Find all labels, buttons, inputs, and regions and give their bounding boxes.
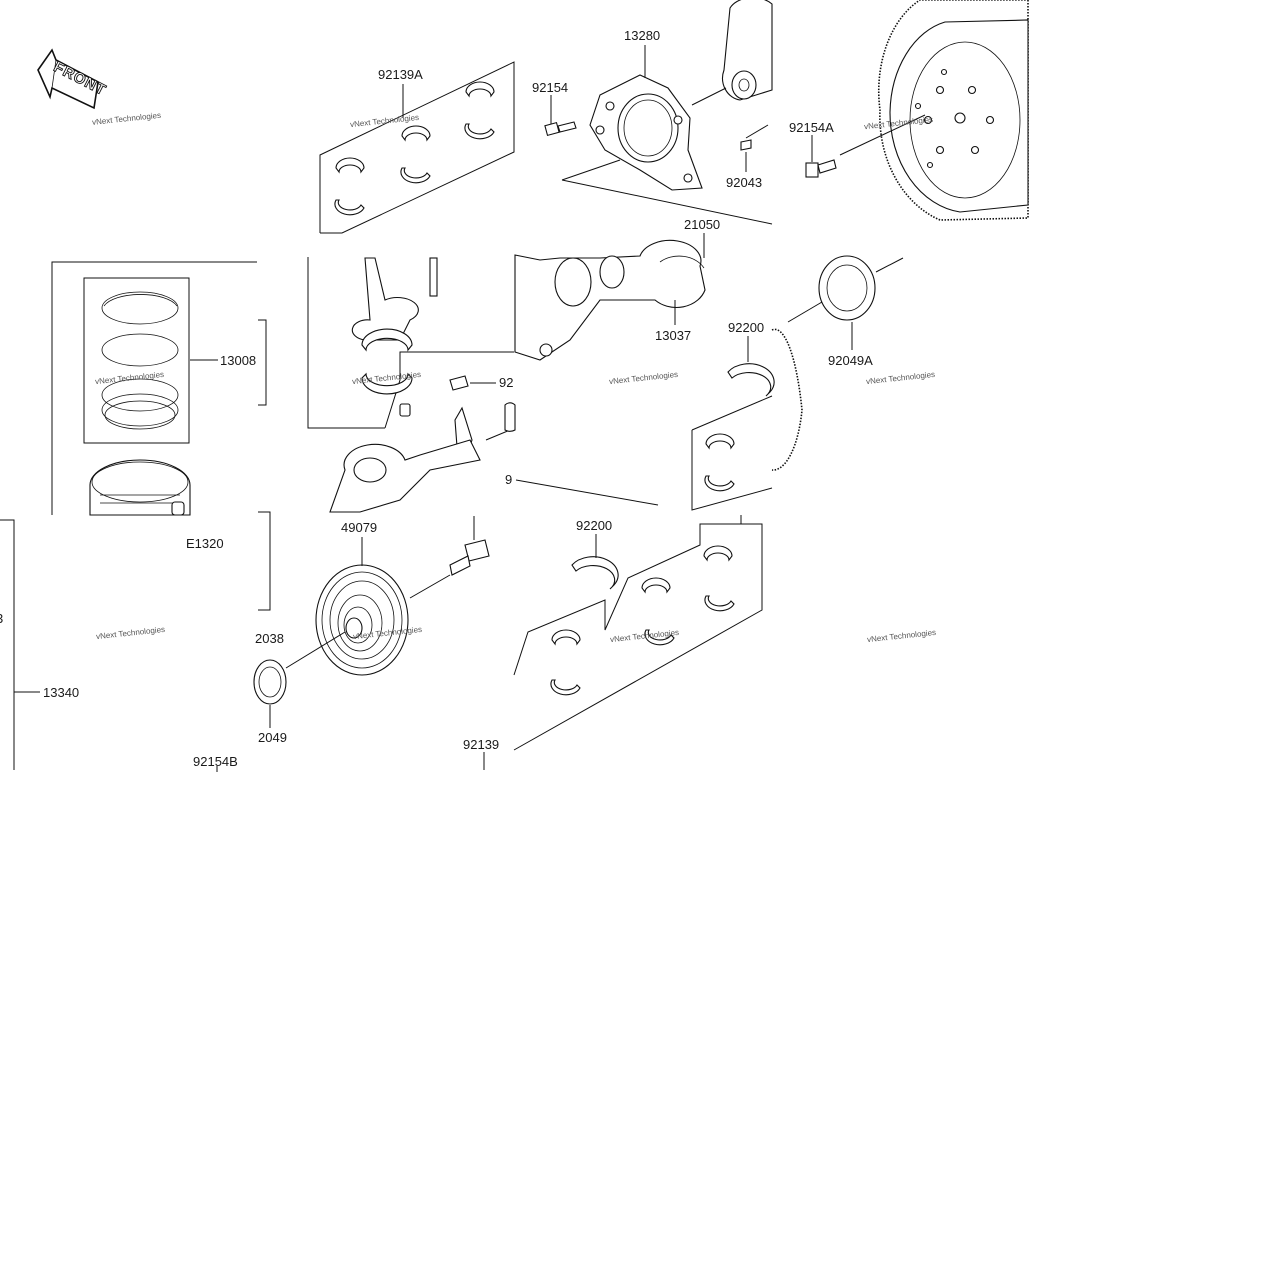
label-92154B: 92154B [193,754,238,769]
label-13340: 13340 [43,685,79,700]
label-13037: 13037 [655,328,691,343]
watermark-text: vNext Technologies [95,370,165,386]
label-92200-top: 92200 [728,320,764,335]
connecting-rod-group: 92 [307,257,516,513]
bearing-set-lower-group: 92139 [463,395,773,770]
watermark-text: vNext Technologies [609,370,679,386]
bearing-shell-icon [704,433,735,492]
bearing-shell-icon [703,545,735,612]
watermark-group: vNext Technologies vNext Technologies vN… [92,111,937,644]
label-92154: 92154 [532,80,568,95]
bearing-shell-icon [464,81,495,140]
oil-seal-housing: 13280 [589,28,703,191]
thrust-washer-icon [571,556,619,590]
label-E1320: E1320 [186,536,224,551]
crankshaft [514,239,706,361]
label-2049: 2049 [258,730,287,745]
label-92-partial: 92 [499,375,513,390]
label-92049A: 92049A [828,353,873,368]
watermark-text: vNext Technologies [867,628,937,644]
label-49079: 49079 [341,520,377,535]
bearing-shell-icon [550,629,581,696]
bearing-shell-icon [400,125,431,184]
label-92043: 92043 [726,175,762,190]
watermark-text: vNext Technologies [92,111,162,127]
label-3-partial: 3 [0,611,3,626]
dowel-pin-icon [740,139,752,151]
label-13008: 13008 [220,353,256,368]
bolt-icon [449,539,490,576]
label-92139: 92139 [463,737,499,752]
thrust-washer-icon [727,363,775,397]
label-92139A: 92139A [378,67,423,82]
piston [89,459,191,516]
ring-gear-segment [771,328,803,471]
bracket-13340 [0,519,15,770]
oil-seal-icon [253,659,287,705]
watermark-text: vNext Technologies [866,370,936,386]
label-9-partial: 9 [505,472,512,487]
label-92200-mid: 92200 [576,518,612,533]
bearing-set-upper-group: 92139A [319,61,515,234]
bolt-icon [544,121,577,137]
flywheel [877,0,1029,221]
oil-seal-icon [818,255,876,321]
watermark-text: vNext Technologies [96,625,166,641]
watermark-text: vNext Technologies [350,113,420,129]
bolt-icon [805,159,837,178]
label-13280: 13280 [624,28,660,43]
bearing-shell-icon [641,577,675,646]
label-21050: 21050 [684,217,720,232]
crankshaft-end-top [722,0,773,101]
front-arrow-icon: FRONT [37,48,109,110]
crank-pulley [315,564,409,676]
piston-ring-set: 13008 [51,261,267,515]
label-2038: 2038 [255,631,284,646]
bearing-shell-icon [334,157,365,216]
label-92154A: 92154A [789,120,834,135]
